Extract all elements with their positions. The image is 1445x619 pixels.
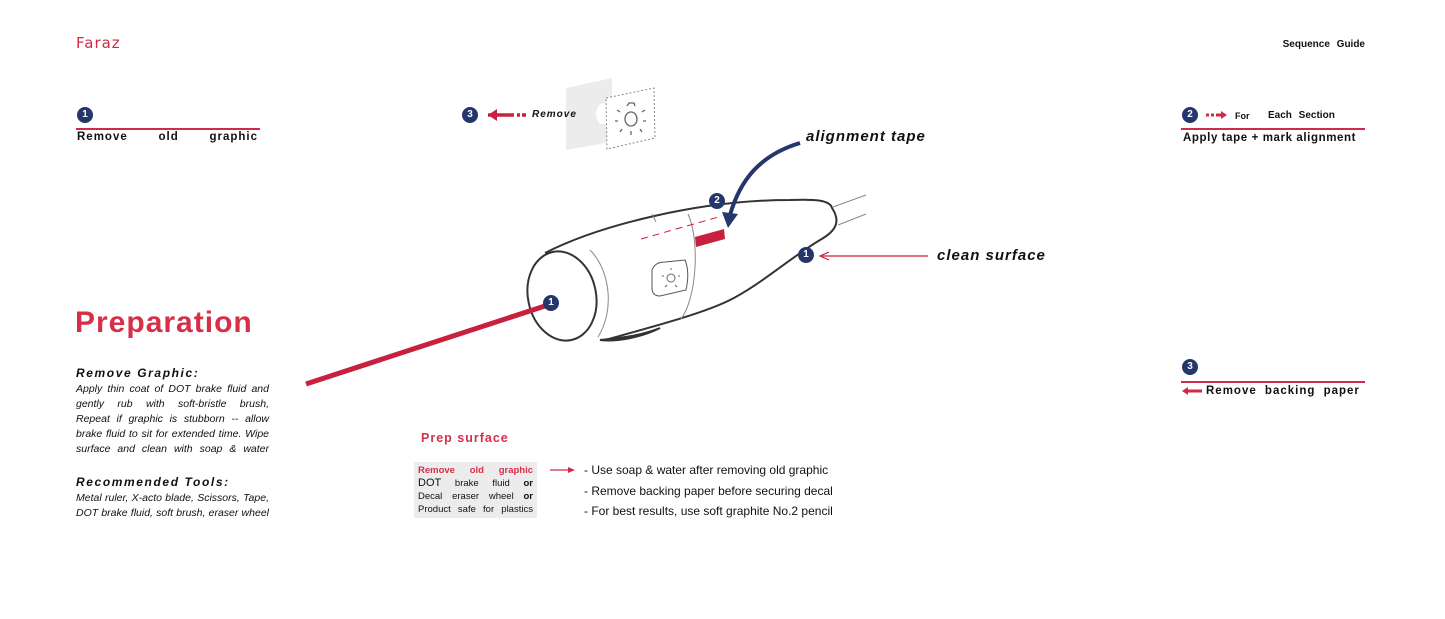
word: for (483, 504, 495, 515)
word: old (158, 131, 179, 143)
word: eraser (452, 491, 480, 502)
step-3-diagram-badge: 3 (462, 107, 478, 123)
line: Metal ruler, X-acto blade, Scissors, Tap… (76, 492, 269, 504)
box-line: DOT brake fluid or (418, 477, 533, 490)
arrow-right-icon (1206, 111, 1227, 119)
bullet: - Use soap & water after removing old gr… (584, 463, 829, 477)
word: DOT (418, 477, 442, 489)
word: graphic (209, 131, 258, 143)
step-2-badge: 2 (1182, 107, 1198, 123)
word: safe (457, 504, 476, 515)
step-1-title: Remove old graphic (77, 131, 258, 143)
shaft (832, 194, 867, 226)
line: DOT brake fluid, soft brush, eraser whee… (76, 507, 269, 519)
word: Remove (77, 131, 128, 143)
step-3-title: Remove backing paper (1206, 385, 1360, 397)
remove-graphic-text: Apply thin coat of DOT brake fluid and g… (76, 382, 269, 457)
light-bulb-icon (615, 102, 646, 135)
step-1-badge: 1 (77, 107, 93, 123)
word: old (469, 465, 484, 476)
word: fluid (492, 478, 510, 489)
marker-1-surface: 1 (798, 247, 814, 263)
divider (1181, 128, 1365, 130)
remove-label: Remove (532, 109, 577, 120)
divider (1181, 381, 1365, 383)
marker-2: 2 (709, 193, 725, 209)
bullet: - For best results, use soft graphite No… (584, 504, 833, 518)
word: or (523, 478, 534, 489)
line: gently rub with soft-bristle brush, (76, 398, 269, 410)
divider (76, 128, 260, 130)
decal-sheet (605, 87, 656, 150)
line: surface and clean with soap & water (76, 443, 269, 455)
page-title: Sequence Guide (1282, 39, 1365, 50)
brand-logo: Faraz (76, 34, 121, 52)
step-3-badge: 3 (1182, 359, 1198, 375)
tools-heading: Recommended Tools: (76, 475, 230, 489)
word: brake (454, 478, 479, 489)
word: plastics (501, 504, 533, 515)
section-title: Preparation (75, 306, 253, 339)
box-title: Remove old graphic (418, 464, 533, 477)
backing-paper (566, 78, 612, 150)
arrow-left-icon (1182, 387, 1202, 395)
bullet: - Remove backing paper before securing d… (584, 484, 833, 498)
word: Product (418, 504, 451, 515)
remove-graphic-heading: Remove Graphic: (76, 366, 200, 380)
tools-text: Metal ruler, X-acto blade, Scissors, Tap… (76, 491, 269, 521)
word: wheel (488, 491, 514, 502)
word: Remove (418, 465, 455, 476)
line: Repeat if graphic is stubborn -- allow (76, 413, 269, 425)
arrow-right-icon (550, 467, 575, 473)
alignment-tape (695, 229, 725, 247)
word: or (523, 491, 534, 502)
alignment-tape-label: alignment tape (806, 128, 926, 145)
step-2-title: Apply tape + mark alignment (1183, 132, 1357, 144)
prep-surface-title: Prep surface (421, 431, 509, 445)
alignment-tape-arrow (728, 141, 801, 216)
alignment-mark (640, 215, 723, 240)
line: Apply thin coat of DOT brake fluid and (76, 383, 269, 395)
device-front (526, 250, 598, 342)
device-body (544, 198, 838, 341)
word: Decal (418, 491, 443, 502)
each-section-label: Each Section (1268, 110, 1335, 121)
marker-1: 1 (543, 295, 559, 311)
word: graphic (498, 465, 533, 476)
light-window (651, 259, 689, 297)
line: brake fluid to sit for extended time. Wi… (76, 428, 269, 440)
callout-line (305, 302, 549, 387)
for-label: For (1235, 111, 1250, 121)
clean-surface-label: clean surface (937, 247, 1046, 264)
